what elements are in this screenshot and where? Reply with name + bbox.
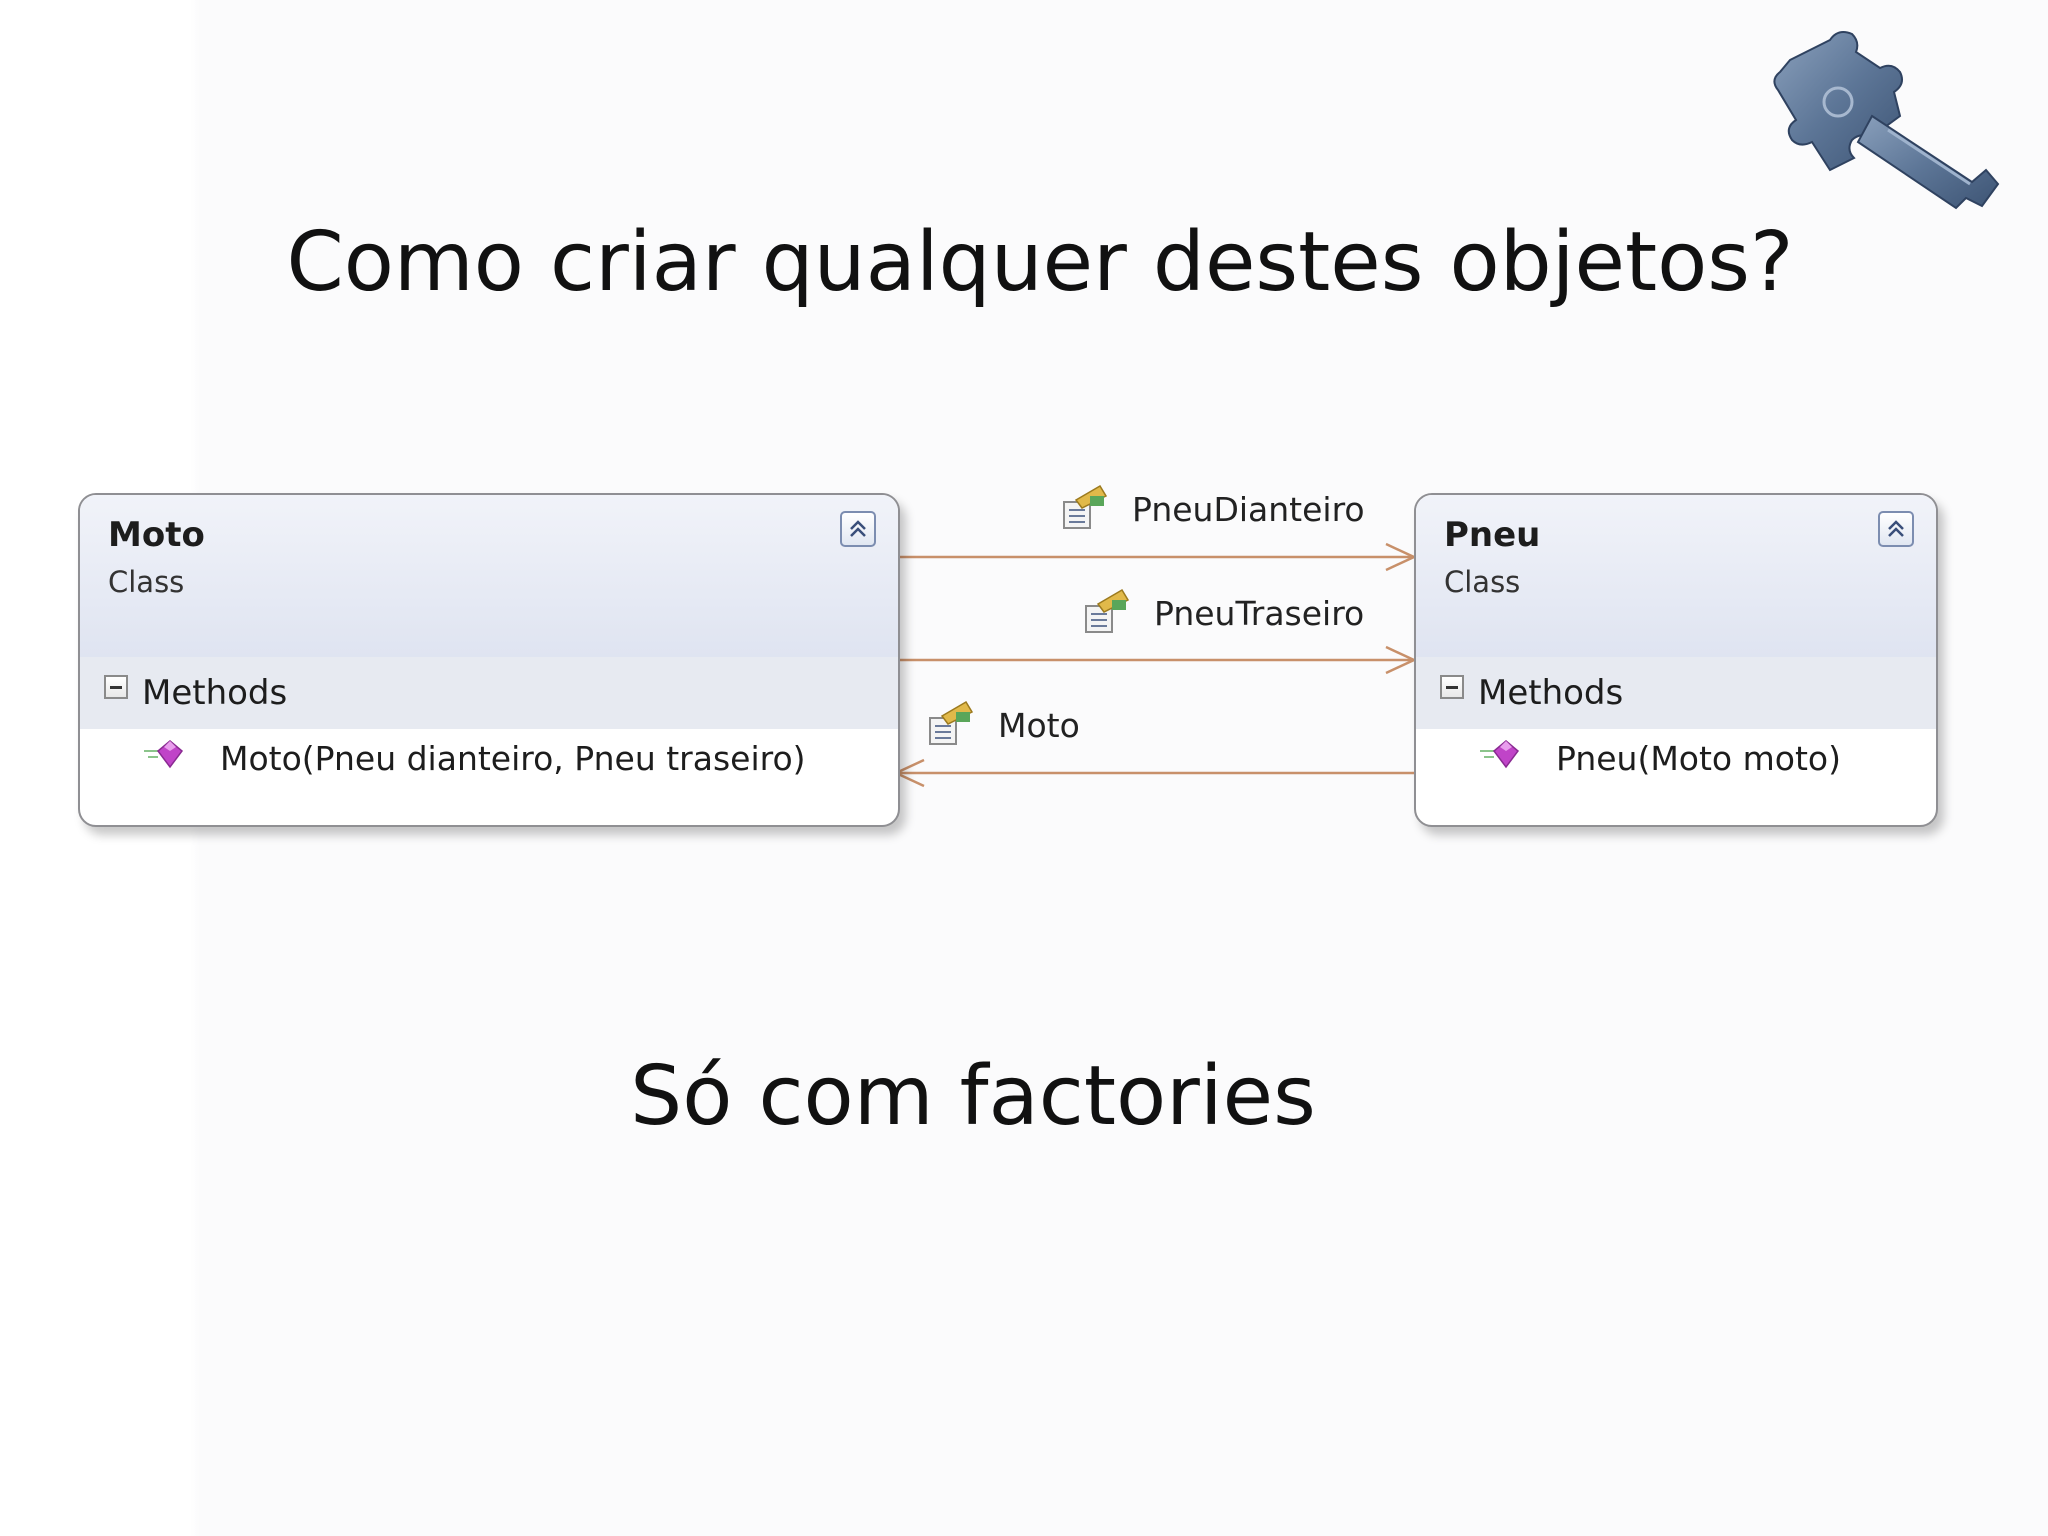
- collapse-chevron-icon[interactable]: [1878, 511, 1914, 547]
- collapse-minus-icon[interactable]: [1440, 675, 1464, 699]
- association-arrow-pneudianteiro: [896, 542, 1417, 572]
- class-name: Pneu: [1444, 515, 1541, 555]
- association-label-pneudianteiro: PneuDianteiro: [1132, 490, 1365, 529]
- method-signature: Moto(Pneu dianteiro, Pneu traseiro): [220, 739, 806, 778]
- methods-label: Methods: [142, 673, 288, 713]
- property-icon: [1063, 484, 1108, 529]
- method-icon: [144, 740, 184, 769]
- class-stereotype: Class: [1444, 565, 1521, 599]
- puzzle-key-icon: [1773, 31, 2000, 210]
- method-signature: Pneu(Moto moto): [1556, 739, 1841, 778]
- method-row[interactable]: Pneu(Moto moto): [1416, 731, 1936, 787]
- class-box-pneu[interactable]: Pneu Class Methods Pneu(Moto moto): [1414, 493, 1938, 827]
- methods-compartment-header[interactable]: Methods: [80, 657, 898, 729]
- class-name: Moto: [108, 515, 205, 555]
- methods-label: Methods: [1478, 673, 1624, 713]
- collapse-minus-icon[interactable]: [104, 675, 128, 699]
- association-arrow-moto: [893, 758, 1414, 788]
- class-header: Moto Class: [80, 495, 898, 658]
- methods-compartment-header[interactable]: Methods: [1416, 657, 1936, 729]
- property-icon: [929, 700, 974, 745]
- association-arrow-pneutraseiro: [896, 645, 1417, 675]
- slide-subtitle: Só com factories: [630, 1049, 1316, 1144]
- property-icon: [1085, 588, 1130, 633]
- class-box-moto[interactable]: Moto Class Methods Moto(Pneu dianteiro, …: [78, 493, 900, 827]
- method-icon: [1480, 740, 1520, 769]
- association-label-pneutraseiro: PneuTraseiro: [1154, 594, 1365, 633]
- slide-title: Como criar qualquer destes objetos?: [286, 215, 1794, 310]
- association-label-moto: Moto: [998, 706, 1080, 745]
- class-header: Pneu Class: [1416, 495, 1936, 658]
- method-row[interactable]: Moto(Pneu dianteiro, Pneu traseiro): [80, 731, 898, 787]
- collapse-chevron-icon[interactable]: [840, 511, 876, 547]
- class-stereotype: Class: [108, 565, 185, 599]
